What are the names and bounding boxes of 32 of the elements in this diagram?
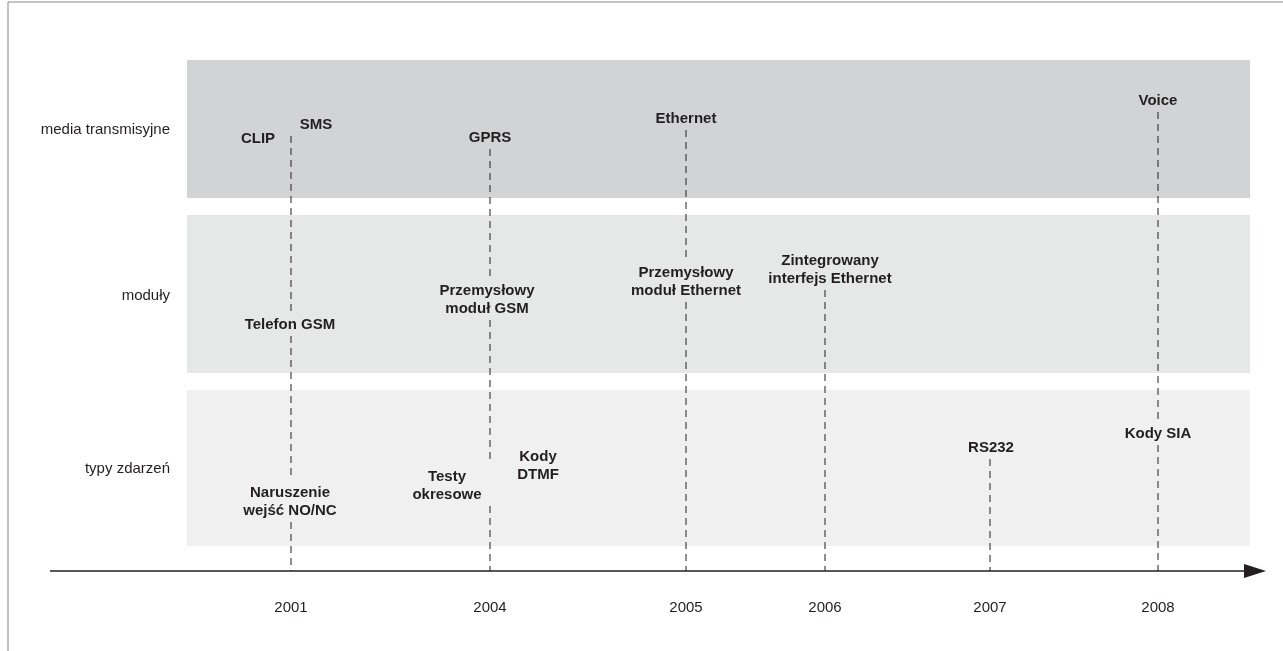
dashed-connector — [489, 505, 491, 572]
event-label: Voice — [1134, 88, 1182, 112]
row-label: moduły — [120, 285, 170, 305]
year-label: 2001 — [274, 598, 308, 615]
dashed-connector — [824, 289, 826, 572]
event-label: Telefon GSM — [240, 312, 340, 336]
event-label: Kody DTMF — [510, 444, 566, 486]
year-label: 2006 — [808, 598, 842, 615]
event-label: Zintegrowany interfejs Ethernet — [751, 248, 909, 290]
dashed-connector — [685, 301, 687, 572]
year-label: 2005 — [669, 598, 703, 615]
dashed-connector — [1157, 111, 1159, 422]
dashed-connector — [290, 521, 292, 572]
row-label: media transmisyjne — [39, 119, 170, 139]
event-label: CLIP — [236, 126, 280, 150]
event-label: RS232 — [964, 435, 1018, 459]
event-label: Naruszenie wejść NO/NC — [227, 480, 353, 522]
event-label: Przemysłowy moduł Ethernet — [619, 260, 753, 302]
event-label: Przemysłowy moduł GSM — [427, 278, 547, 320]
year-label: 2007 — [973, 598, 1007, 615]
year-label: 2008 — [1141, 598, 1175, 615]
year-label: 2004 — [473, 598, 507, 615]
event-label: Ethernet — [651, 106, 721, 130]
dashed-connector — [290, 135, 292, 313]
row-label: typy zdarzeń — [83, 458, 170, 478]
event-label: Testy okresowe — [401, 464, 493, 506]
event-label: SMS — [295, 112, 337, 136]
event-label: GPRS — [464, 125, 516, 149]
dashed-connector — [489, 148, 491, 279]
event-label: Kody SIA — [1120, 421, 1196, 445]
dashed-connector — [989, 458, 991, 572]
dashed-connector — [1157, 444, 1159, 572]
